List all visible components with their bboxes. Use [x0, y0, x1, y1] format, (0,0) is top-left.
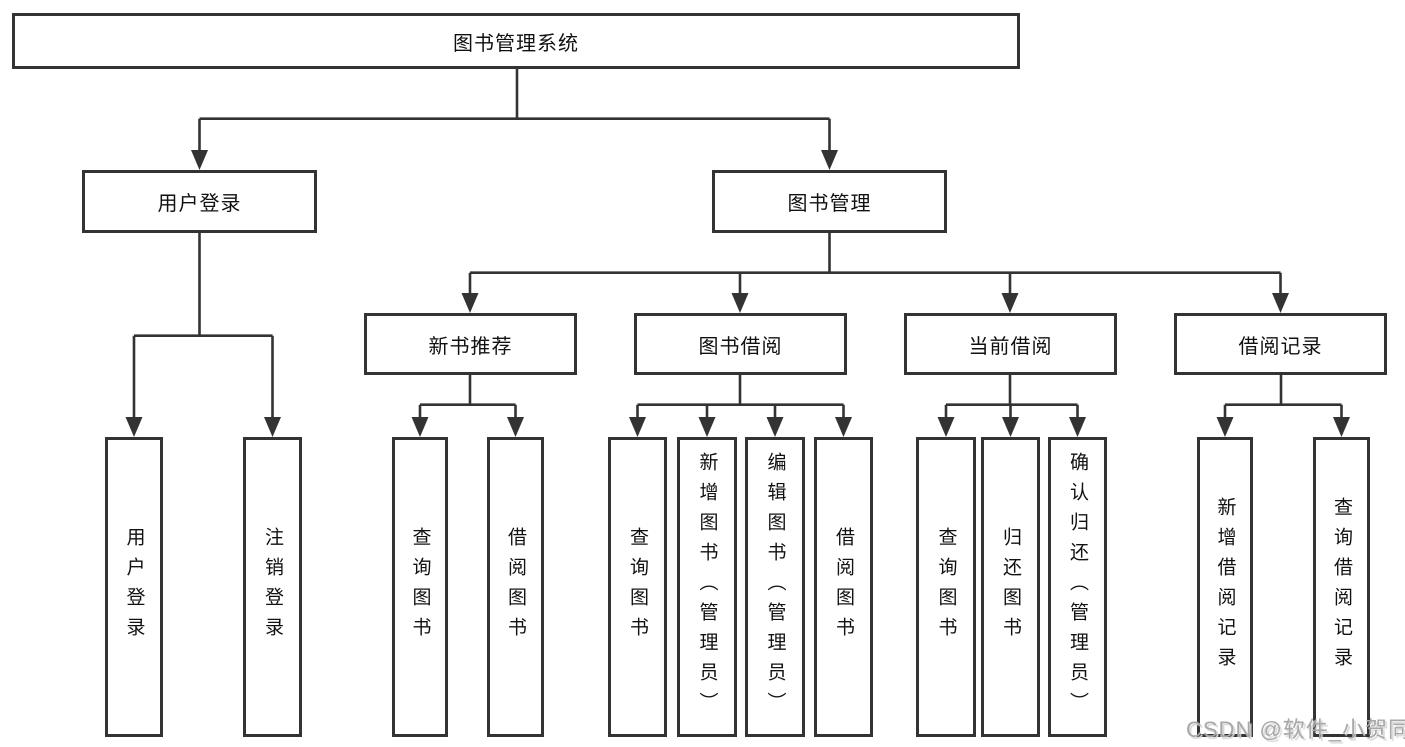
node-book-management: 图书管理 — [712, 170, 947, 233]
node-user-login: 用户登录 — [82, 170, 317, 233]
leaf-return-book: 归还图书 — [981, 437, 1040, 737]
connector — [1223, 375, 1343, 421]
leaf-query-books-borrowing: 查询图书 — [608, 437, 667, 737]
leaf-confirm-return-admin: 确认归还（管理员） — [1048, 437, 1107, 737]
leaf-borrow-books-recommend: 借阅图书 — [487, 437, 544, 737]
connector — [198, 68, 831, 154]
leaf-query-borrow-record: 查询借阅记录 — [1313, 437, 1370, 737]
node-library-management-system: 图书管理系统 — [12, 13, 1020, 69]
node-borrowing-records: 借阅记录 — [1174, 313, 1387, 375]
csdn-watermark: CSDN @软件_小贺同学 — [1186, 717, 1405, 742]
connector — [418, 375, 517, 421]
leaf-borrow-books-borrowing: 借阅图书 — [814, 437, 873, 737]
connector — [132, 233, 274, 421]
node-new-book-recommend: 新书推荐 — [364, 313, 577, 375]
connector — [944, 375, 1079, 421]
leaf-user-login: 用户登录 — [105, 437, 163, 737]
connector — [636, 375, 845, 421]
leaf-edit-book-admin: 编辑图书（管理员） — [745, 437, 805, 737]
node-current-borrowing: 当前借阅 — [904, 313, 1117, 375]
leaf-add-book-admin: 新增图书（管理员） — [677, 437, 737, 737]
leaf-query-books-current: 查询图书 — [916, 437, 976, 737]
arrowheads-down — [125, 150, 1350, 437]
connector — [468, 233, 1282, 297]
leaf-query-books-recommend: 查询图书 — [392, 437, 448, 737]
leaf-add-borrow-record: 新增借阅记录 — [1197, 437, 1253, 737]
leaf-logout: 注销登录 — [243, 437, 302, 737]
node-book-borrowing: 图书借阅 — [634, 313, 847, 375]
